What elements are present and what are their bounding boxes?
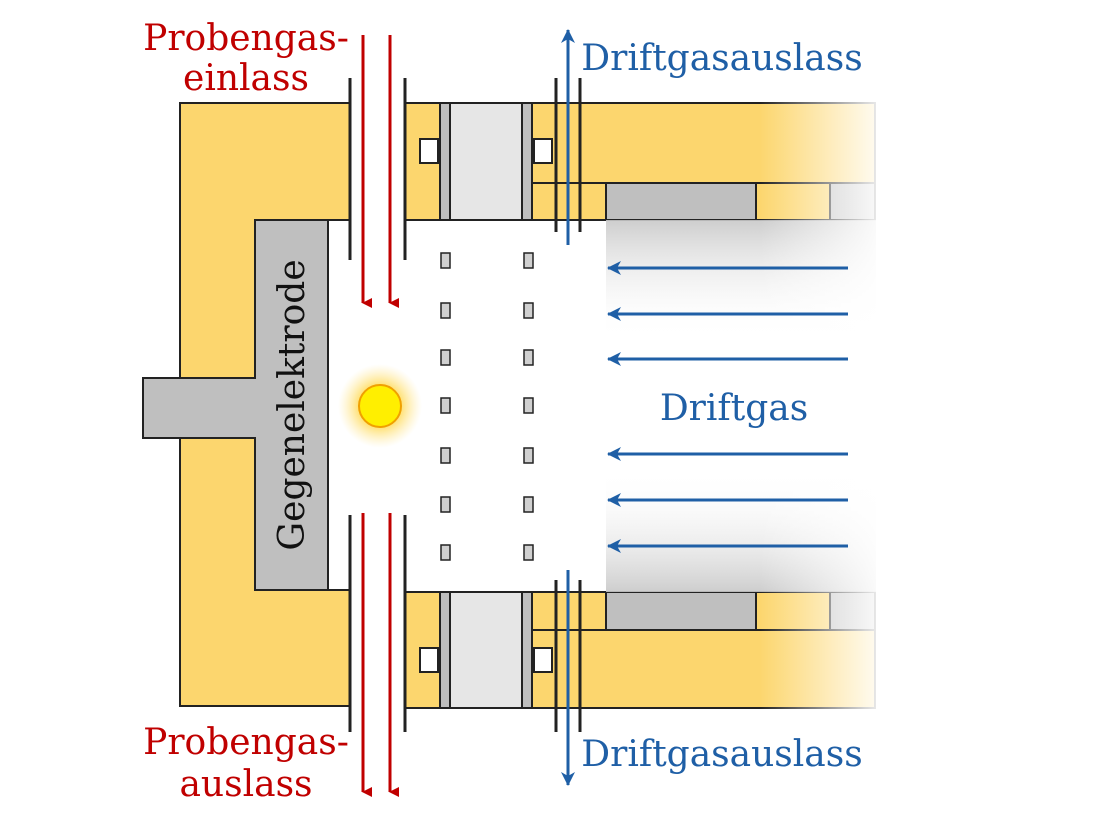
- sample-gas-tubes: [348, 78, 407, 732]
- sample-inlet-label-line1: Probengas-: [143, 18, 349, 59]
- sample-gas-arrows: [361, 35, 399, 797]
- drift-outlet-top-label: Driftgasauslass: [581, 38, 862, 79]
- counter-electrode: [142, 219, 329, 591]
- sample-inlet-label-line2: einlass: [183, 58, 309, 99]
- sample-outlet-label-line1: Probengas-: [143, 722, 349, 763]
- drift-gas-outlet-tubes: [554, 78, 582, 732]
- drift-outlet-bottom-label: Driftgasauslass: [581, 734, 862, 775]
- sample-outlet-label-line2: auslass: [179, 764, 312, 805]
- drift-gas-label: Driftgas: [660, 388, 808, 429]
- ion-source-icon: [338, 364, 422, 448]
- tube-fade-overlay: [760, 95, 890, 715]
- counter-electrode-label: Gegenelektrode: [272, 259, 313, 550]
- grid-electrodes: [440, 252, 534, 561]
- drift-gas-arrows: [607, 261, 848, 553]
